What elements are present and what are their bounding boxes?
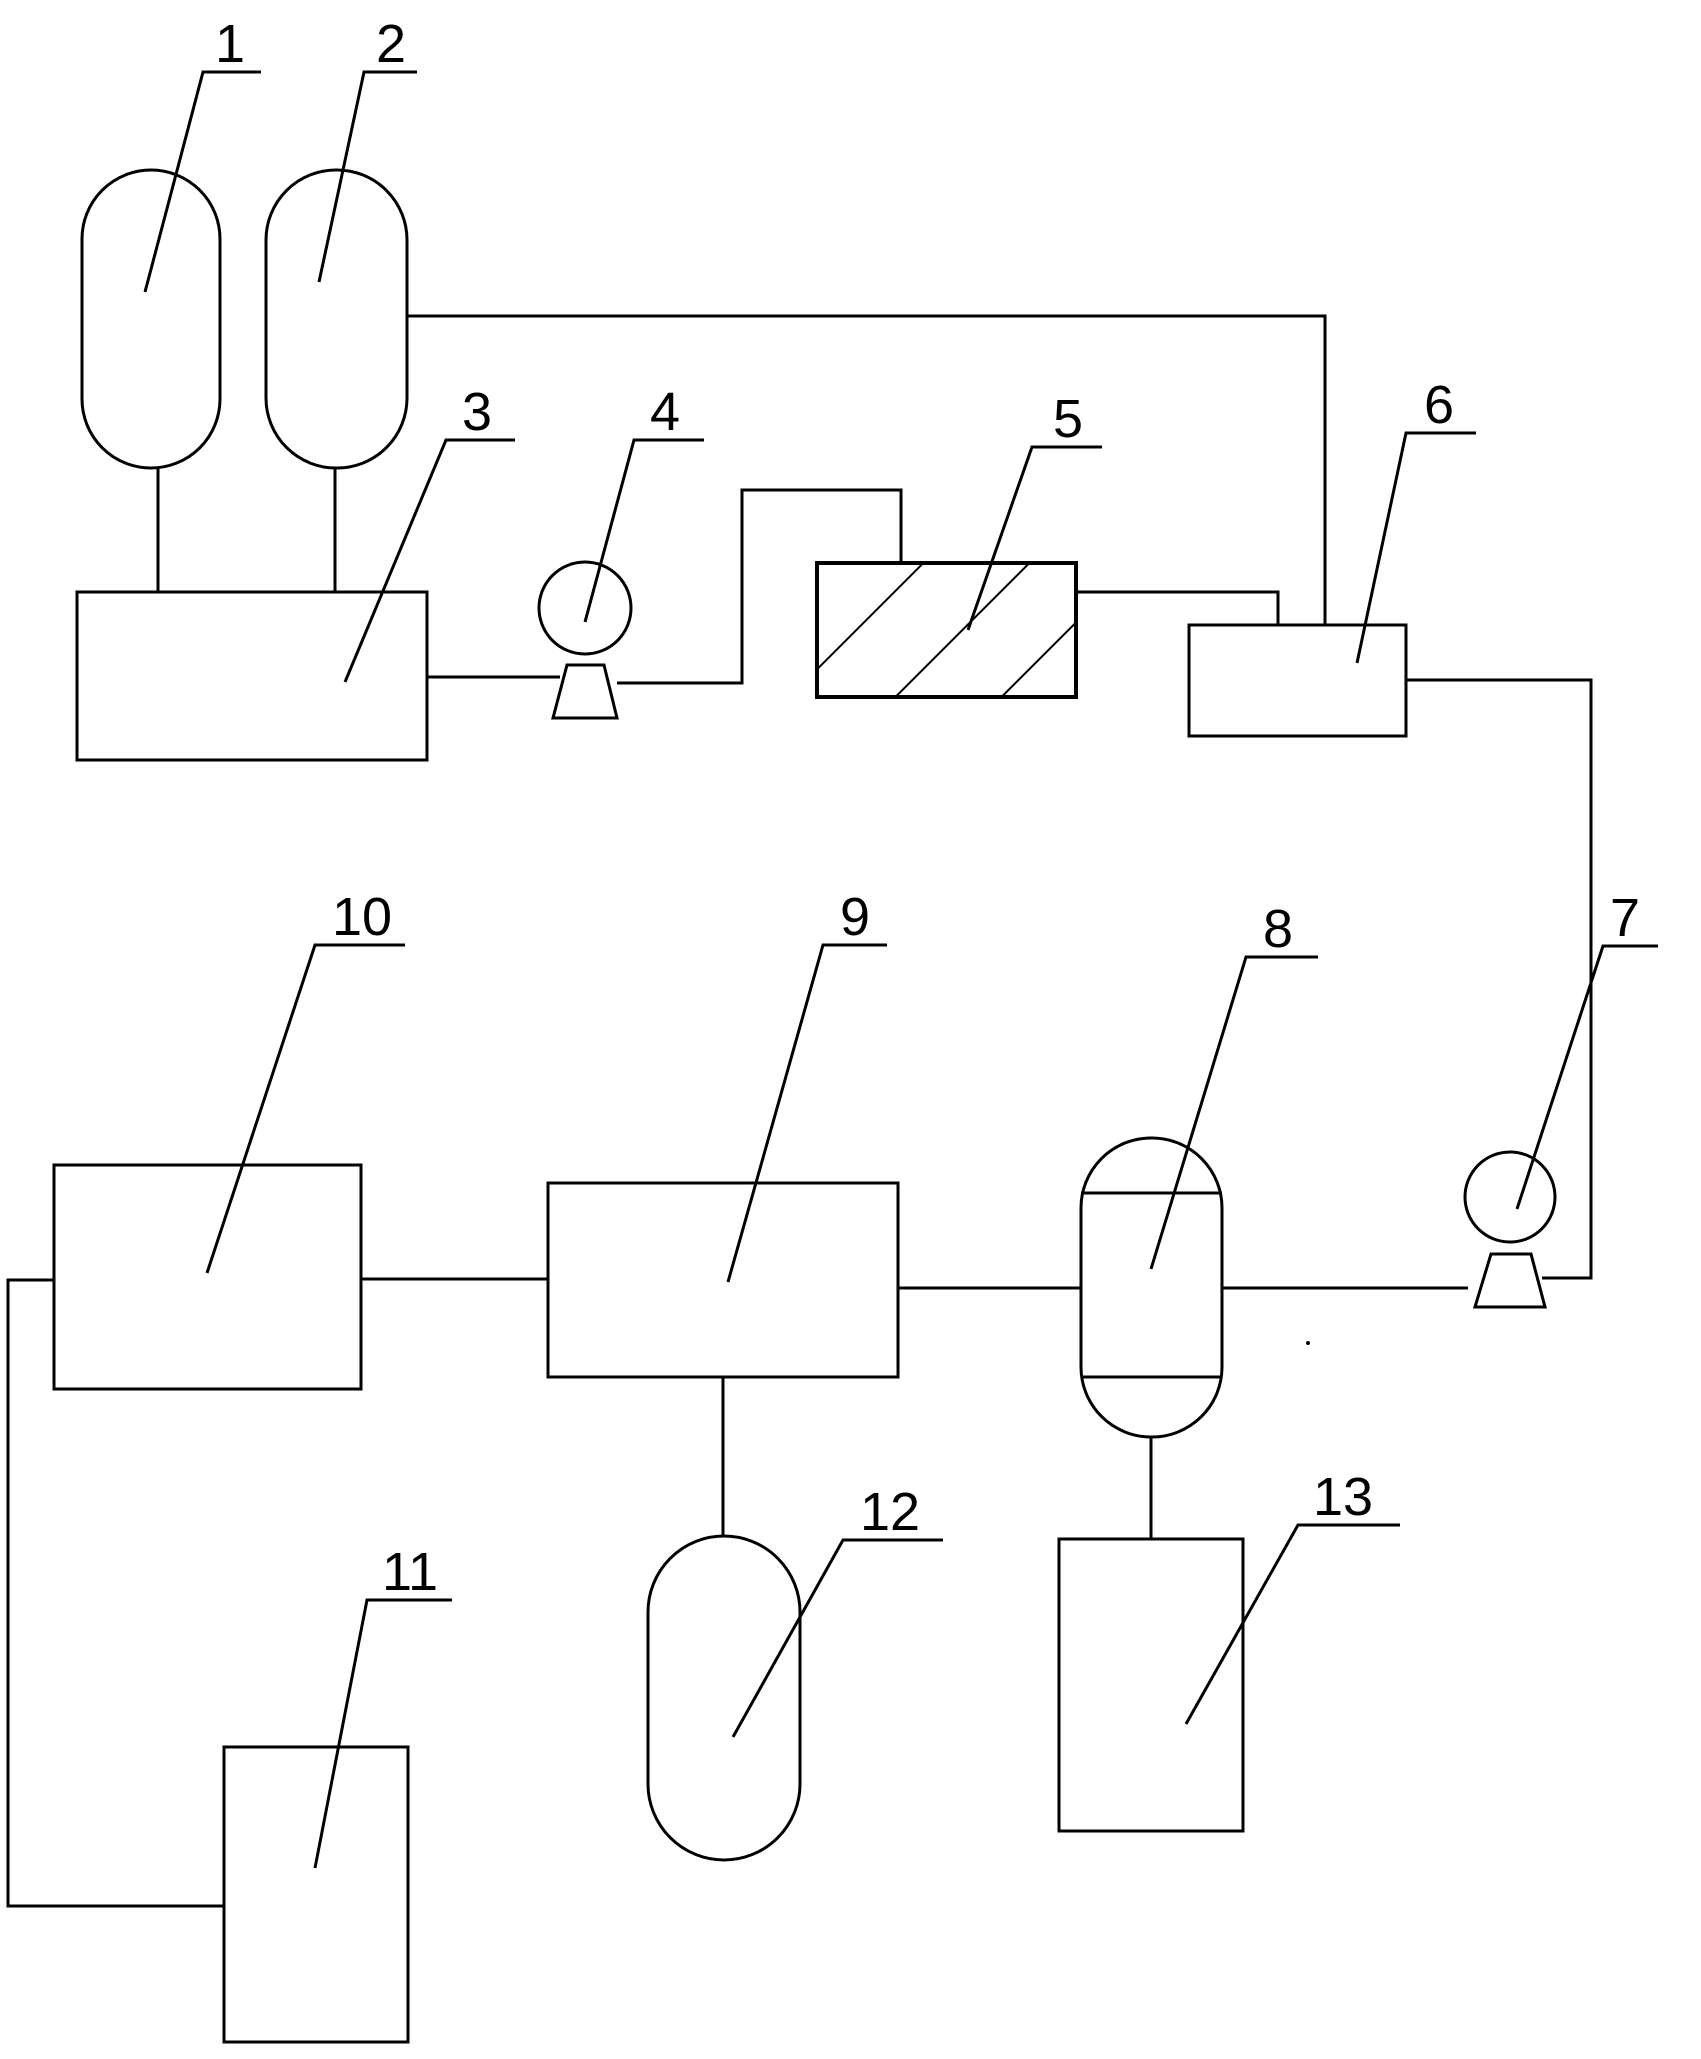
pipe-lines bbox=[6, 314, 1593, 1908]
label-6: 6 bbox=[1424, 375, 1454, 435]
label-3: 3 bbox=[462, 382, 492, 442]
label-13: 13 bbox=[1313, 1467, 1373, 1527]
label-1: 1 bbox=[215, 14, 245, 74]
leader-1 bbox=[143, 70, 261, 293]
leader-12 bbox=[731, 1538, 943, 1738]
label-8: 8 bbox=[1263, 899, 1293, 959]
unit-10 bbox=[52, 1163, 363, 1391]
label-5: 5 bbox=[1053, 389, 1083, 449]
stray-dot bbox=[1306, 1341, 1310, 1345]
label-4: 4 bbox=[650, 382, 680, 442]
leader-10 bbox=[205, 943, 405, 1274]
leader-2 bbox=[317, 70, 417, 283]
label-7: 7 bbox=[1610, 888, 1640, 948]
reactor-5 bbox=[815, 561, 1078, 699]
label-2: 2 bbox=[376, 14, 406, 74]
pipe-2-to-6 bbox=[407, 314, 1327, 625]
leader-11 bbox=[313, 1598, 452, 1869]
tank-2 bbox=[264, 168, 409, 470]
tank-12 bbox=[646, 1534, 802, 1862]
leader-5 bbox=[966, 445, 1102, 631]
pipe-5-to-6 bbox=[1076, 590, 1280, 625]
leader-6 bbox=[1355, 431, 1476, 664]
leader-9 bbox=[726, 943, 887, 1283]
unit-3 bbox=[75, 590, 429, 762]
unit-6 bbox=[1187, 623, 1408, 738]
leader-4 bbox=[583, 438, 704, 623]
leader-7 bbox=[1515, 944, 1658, 1210]
unit-11 bbox=[222, 1745, 410, 2044]
leader-8 bbox=[1149, 955, 1318, 1270]
equipment bbox=[52, 168, 1557, 2044]
pipe-10-to-11 bbox=[6, 1278, 224, 1908]
tank-1 bbox=[80, 168, 222, 470]
label-11: 11 bbox=[382, 1542, 438, 1602]
part-labels: 1 2 3 4 5 6 7 8 9 10 11 12 13 bbox=[215, 14, 1640, 1602]
leader-lines bbox=[143, 70, 1658, 1869]
leader-3 bbox=[343, 438, 515, 683]
unit-9 bbox=[546, 1181, 900, 1379]
pump-4 bbox=[537, 560, 633, 720]
pipe-4-to-5 bbox=[617, 488, 903, 685]
leader-13 bbox=[1184, 1523, 1400, 1725]
label-9: 9 bbox=[840, 887, 870, 947]
label-12: 12 bbox=[860, 1482, 920, 1542]
unit-13 bbox=[1057, 1537, 1245, 1833]
pump-7 bbox=[1463, 1150, 1557, 1309]
vessel-8 bbox=[1079, 1136, 1224, 1439]
label-10: 10 bbox=[332, 887, 392, 947]
